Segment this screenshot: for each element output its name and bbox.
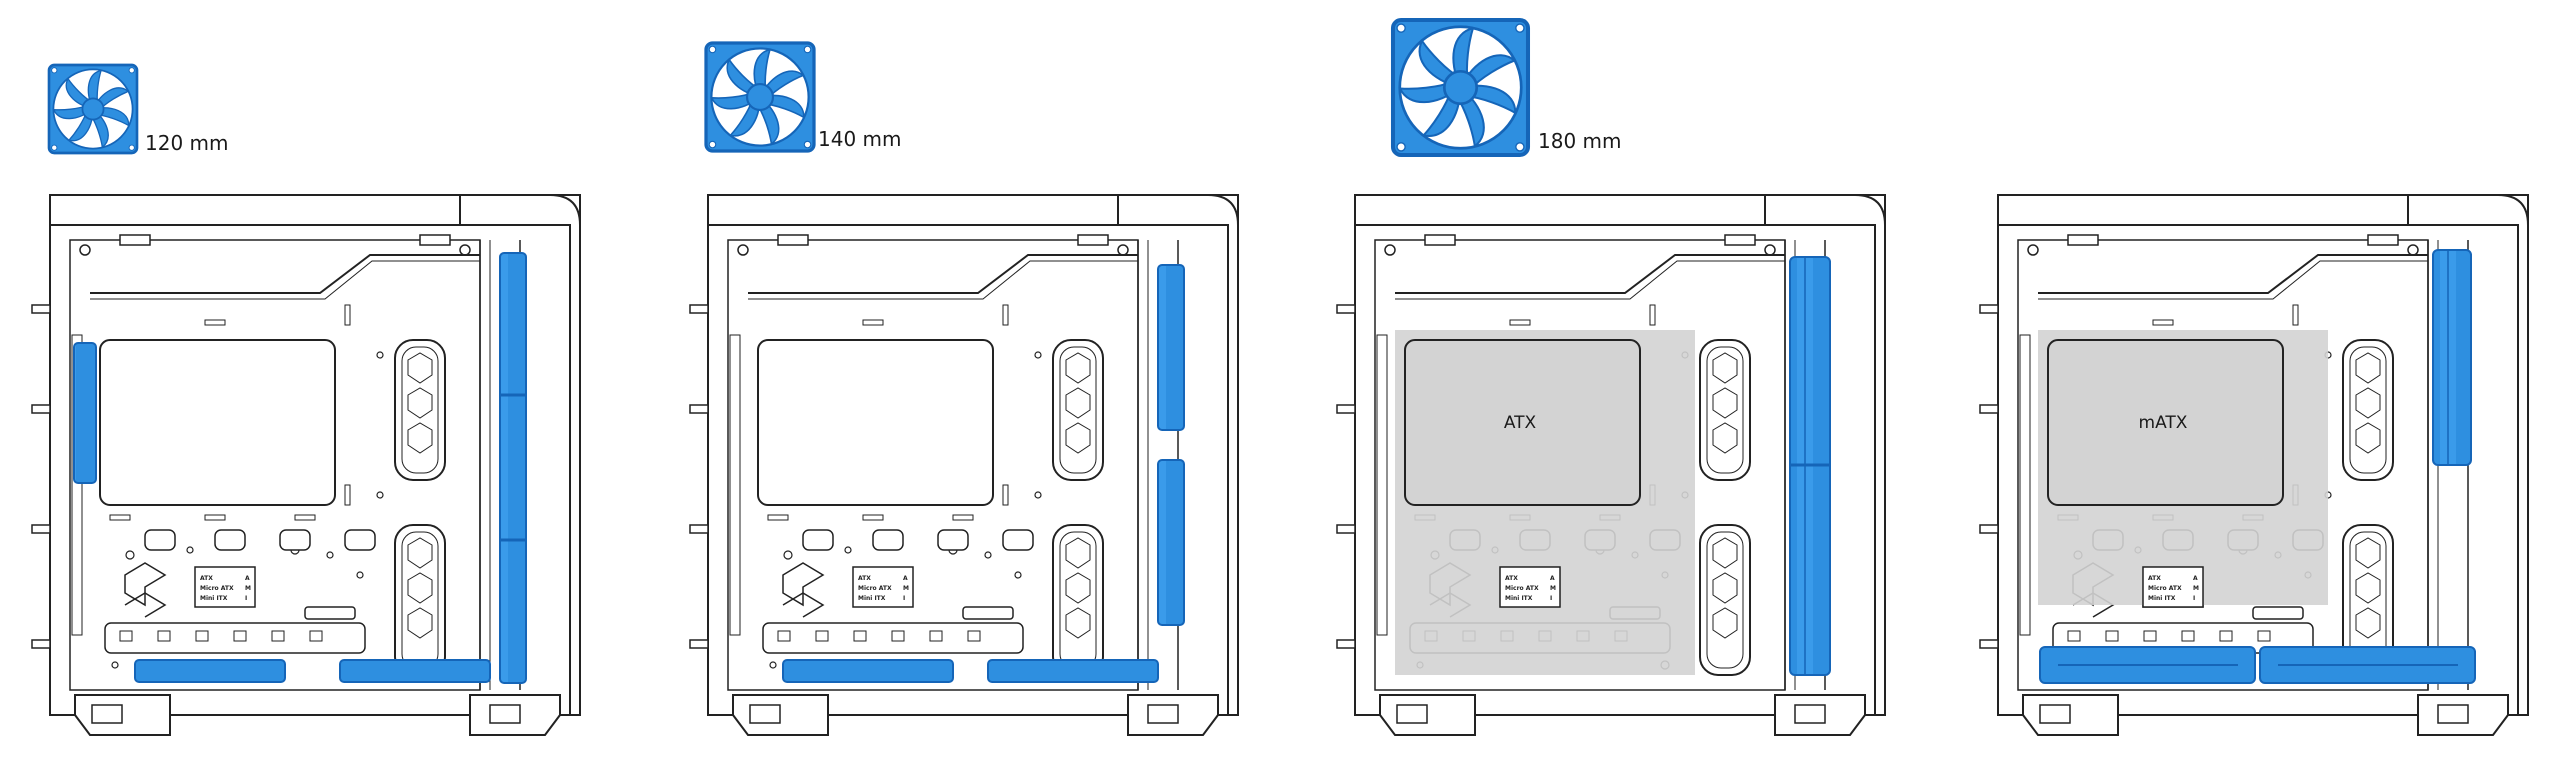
chart-col-1: A — [2193, 575, 2198, 582]
chart-col-3: I — [1550, 595, 1552, 602]
chart-col-1: A — [245, 575, 250, 582]
atx-label: ATX — [1504, 413, 1537, 433]
fan-140mm-legend: 140 mm — [704, 41, 902, 153]
case-180mm-matx-configuration: mATX ATX Micro ATX Mini ITX A M I — [1979, 194, 2529, 736]
bottom-fans-180 — [2039, 646, 2476, 684]
chart-row-1: ATX — [858, 575, 871, 582]
fan-180mm-icon — [1393, 20, 1528, 155]
case-140mm-configuration: ATX Micro ATX Mini ITX A M I — [689, 194, 1239, 736]
chart-row-3: Mini ITX — [1505, 595, 1533, 602]
fan-120mm-legend: 120 mm — [47, 63, 229, 155]
chart-row-2: Micro ATX — [200, 585, 234, 592]
chart-row-3: Mini ITX — [200, 595, 228, 602]
chart-col-2: M — [2193, 585, 2199, 592]
chart-col-1: A — [1550, 575, 1555, 582]
chart-col-3: I — [2193, 595, 2195, 602]
chart-row-2: Micro ATX — [1505, 585, 1539, 592]
chart-col-2: M — [903, 585, 909, 592]
chart-row-2: Micro ATX — [858, 585, 892, 592]
chart-row-1: ATX — [1505, 575, 1518, 582]
matx-label: mATX — [2139, 413, 2188, 433]
front-fans-120 — [499, 252, 527, 684]
chart-row-3: Mini ITX — [858, 595, 886, 602]
fan-140mm-label: 140 mm — [818, 127, 902, 151]
fan-180mm-legend: 180 mm — [1393, 20, 1622, 155]
case-outline — [689, 194, 1239, 736]
chart-col-2: M — [245, 585, 251, 592]
chart-col-1: A — [903, 575, 908, 582]
bottom-fans-120 — [134, 659, 491, 683]
form-factor-chart: ATX Micro ATX Mini ITX A M I — [200, 575, 251, 602]
chart-row-3: Mini ITX — [2148, 595, 2176, 602]
form-factor-chart: ATX Micro ATX Mini ITX A M I — [858, 575, 909, 602]
case-180mm-atx-configuration: ATX ATX Micro ATX Mini ITX A M I — [1336, 194, 1886, 736]
case-120mm-configuration: ATX Micro ATX Mini ITX A M I — [31, 194, 581, 736]
fan-120mm-icon — [47, 63, 139, 155]
chart-col-2: M — [1550, 585, 1556, 592]
chart-col-3: I — [903, 595, 905, 602]
form-factor-chart: ATX Micro ATX Mini ITX A M I — [1499, 566, 1561, 608]
chart-row-1: ATX — [2148, 575, 2161, 582]
fan-140mm-icon — [704, 41, 816, 153]
chart-col-3: I — [245, 595, 247, 602]
chart-row-2: Micro ATX — [2148, 585, 2182, 592]
front-fan-upper — [2432, 249, 2472, 466]
front-fans-140 — [1157, 264, 1185, 626]
fan-120mm-label: 120 mm — [145, 131, 229, 155]
chart-row-1: ATX — [200, 575, 213, 582]
bottom-fans-140 — [782, 659, 1159, 683]
rear-fan-120 — [73, 342, 97, 484]
form-factor-chart: ATX Micro ATX Mini ITX A M I — [2142, 566, 2204, 608]
front-fans-180 — [1789, 256, 1831, 676]
case-outline — [31, 194, 581, 736]
fan-180mm-label: 180 mm — [1538, 129, 1622, 153]
